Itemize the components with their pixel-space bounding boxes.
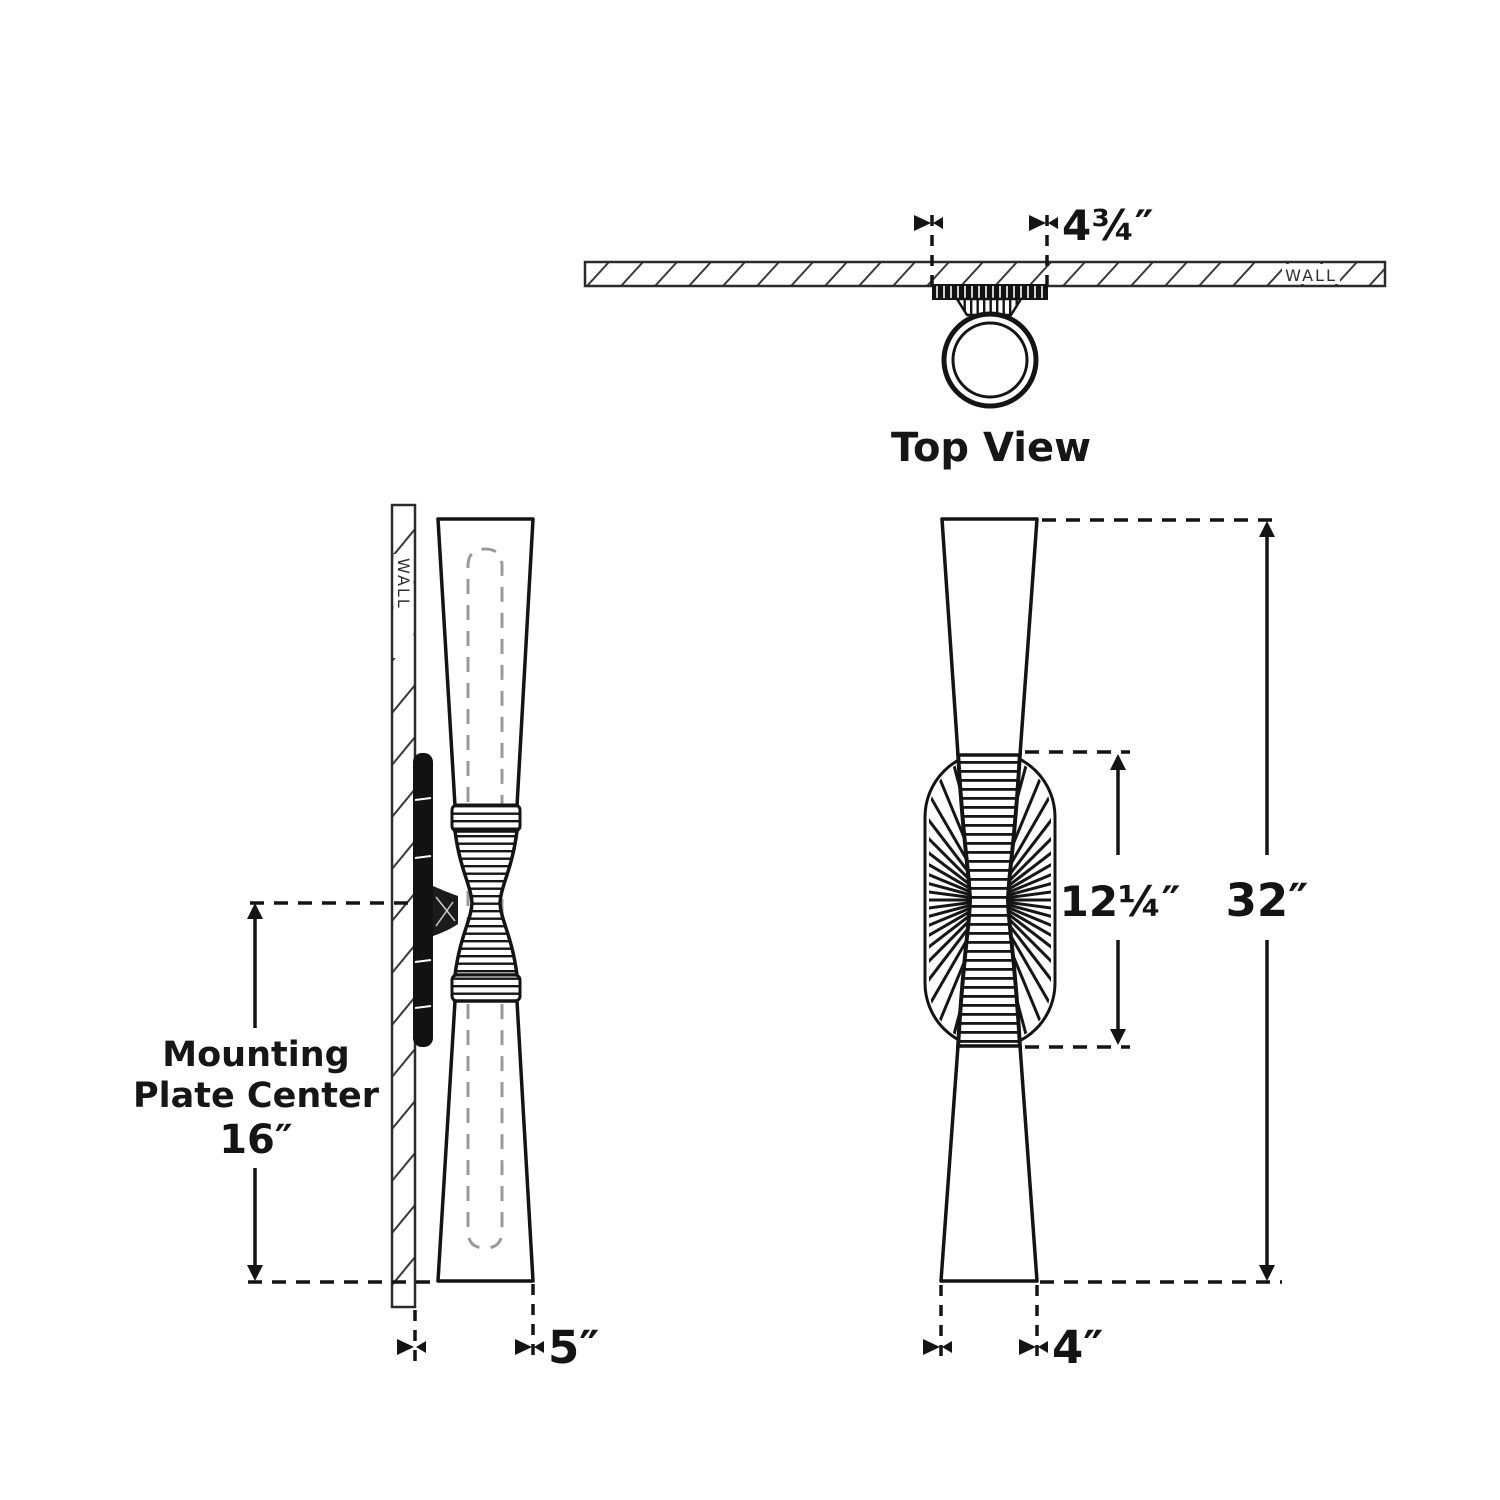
mounting-arm — [433, 886, 458, 936]
sconce-lower-cone-side — [436, 999, 535, 1283]
backplate-top-view — [932, 284, 1048, 300]
front-view: 12¼″ 32″ 4″ — [923, 517, 1309, 1374]
side-view: WALL Mounting Plate Center — [133, 503, 599, 1374]
dim-backplate-width-label: 4¾″ — [1062, 201, 1153, 250]
ribbed-cap-top — [450, 803, 522, 833]
mounting-plate-side — [413, 753, 433, 1047]
dim-overall-height-label: 32″ — [1226, 874, 1309, 927]
sconce-lower-cone-front — [939, 1044, 1039, 1283]
ribbed-waist-side — [453, 829, 519, 977]
mounting-center-line1: Mounting — [162, 1035, 349, 1075]
sconce-ring-outer — [941, 311, 1039, 409]
dim-width: 4″ — [923, 1285, 1103, 1374]
dim-backplate-height-label: 12¼″ — [1060, 877, 1181, 926]
dim-depth-label: 5″ — [548, 1321, 599, 1374]
top-view-title: Top View — [891, 425, 1091, 471]
wall-label-side: WALL — [394, 558, 413, 610]
wall-section-horizontal — [583, 260, 1387, 288]
ribbed-cap-bottom — [450, 973, 522, 1003]
sconce-ring-inner — [951, 321, 1029, 399]
dim-depth: 5″ — [397, 1284, 599, 1374]
sconce-upper-cone-front — [940, 517, 1039, 757]
dim-backplate-width: 4¾″ — [914, 201, 1153, 287]
wall-label-top: WALL — [1285, 266, 1337, 285]
dim-overall-height: 32″ — [1040, 518, 1309, 1284]
mounting-center-line2: Plate Center — [133, 1076, 380, 1116]
mounting-center-value: 16″ — [219, 1117, 293, 1163]
dim-mounting-center: Mounting Plate Center 16″ — [133, 903, 380, 1281]
neck-top-view — [954, 297, 1024, 317]
dim-backplate-height: 12¼″ — [1025, 750, 1181, 1049]
dim-width-label: 4″ — [1052, 1321, 1103, 1374]
slot-dashed-upper — [466, 547, 504, 958]
sconce-upper-cone-side — [436, 517, 535, 808]
top-view: WALL 4¾″ Top View — [583, 201, 1387, 471]
